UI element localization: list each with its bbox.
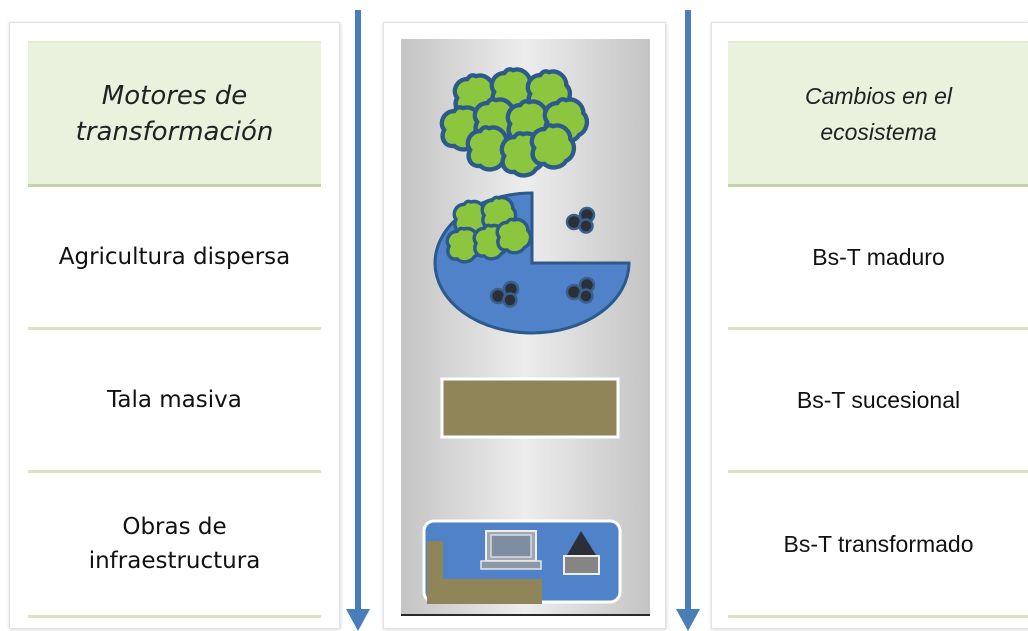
driver-row: Agricultura dispersa <box>28 187 321 330</box>
arrow-head <box>346 609 370 631</box>
downward-arrow-right <box>676 10 700 631</box>
pictogram-backdrop <box>401 39 650 616</box>
driver-row: Obras de infraestructura <box>28 473 321 618</box>
changes-header: Cambios en el ecosistema <box>728 41 1028 187</box>
downward-arrow-left <box>346 10 370 631</box>
ecosystem-changes-panel: Cambios en el ecosistema Bs-T maduro Bs-… <box>711 22 1028 629</box>
change-label: Bs-T maduro <box>812 243 945 270</box>
bare-land-icon <box>440 377 620 439</box>
drivers-header-text: Motores de transformación <box>75 80 274 147</box>
arrow-shaft <box>355 10 361 611</box>
change-row: Bs-T transformado <box>728 473 1028 618</box>
driver-row: Tala masiva <box>28 330 321 473</box>
pictogram-panel <box>383 22 666 629</box>
drivers-header: Motores de transformación <box>28 41 321 187</box>
mature-forest-icon <box>442 69 587 175</box>
drivers-panel: Motores de transformación Agricultura di… <box>9 22 340 629</box>
driver-label: Obras de infraestructura <box>88 514 261 574</box>
change-row: Bs-T sucesional <box>728 330 1028 473</box>
arrow-shaft <box>685 10 691 611</box>
arrow-head <box>676 609 700 631</box>
driver-label: Agricultura dispersa <box>58 244 291 270</box>
driver-label: Tala masiva <box>107 387 242 413</box>
change-label: Bs-T sucesional <box>796 386 961 413</box>
partial-forest-pie-icon <box>433 191 631 335</box>
change-row: Bs-T maduro <box>728 187 1028 330</box>
infrastructure-icon <box>422 519 622 604</box>
change-label: Bs-T transformado <box>783 530 974 557</box>
changes-header-text: Cambios en el ecosistema <box>804 82 953 145</box>
